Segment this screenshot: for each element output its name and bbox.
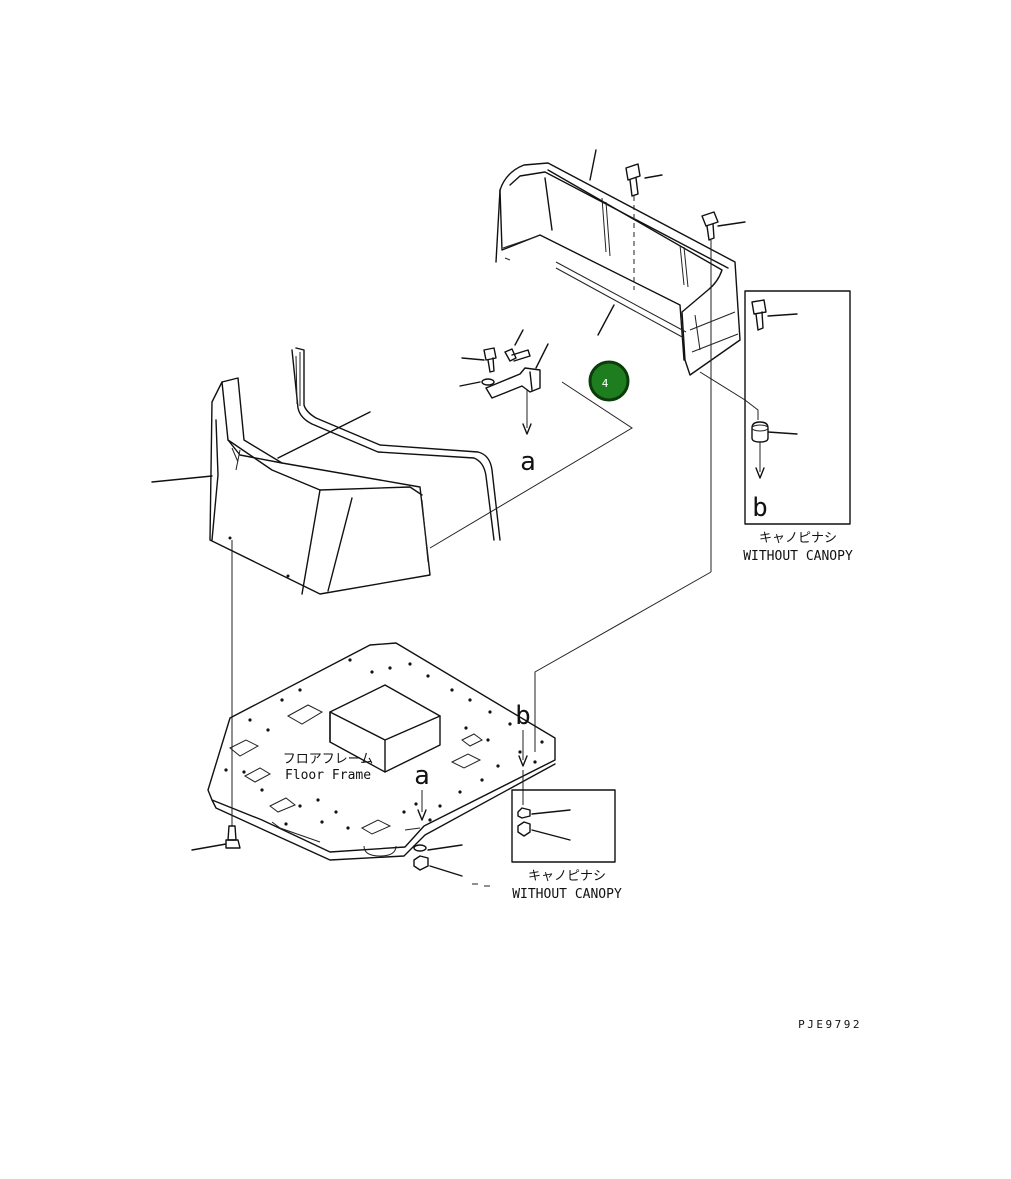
without-canopy-en-upper: WITHOUT CANOPY (743, 549, 853, 564)
leader-b-connector (534, 571, 712, 752)
without-canopy-jp-upper: キャノピナシ (759, 531, 837, 546)
label-b-floor: b (515, 701, 531, 731)
label-a-upper: a (520, 447, 536, 477)
without-canopy-en-lower: WITHOUT CANOPY (512, 887, 622, 902)
floor-frame-part (207, 642, 556, 861)
washer-nut-lower[interactable] (413, 844, 490, 887)
label-a-floor: a (414, 761, 430, 791)
hex-bolt-lower-left[interactable] (191, 800, 241, 851)
label-b-upper: b (752, 493, 768, 523)
rear-cover-part (495, 149, 741, 376)
callout-marker-label: 4 (602, 377, 609, 390)
without-canopy-jp-lower: キャノピナシ (528, 869, 606, 884)
seat-rail-rod (291, 347, 501, 541)
floor-frame-label-en: Floor Frame (285, 768, 371, 783)
front-cover-part (151, 377, 431, 800)
leader-a-connector (429, 381, 633, 549)
drawing-number: PJE9792 (798, 1018, 862, 1031)
leader-to-spacer (699, 371, 759, 420)
hex-bolt-upper-1[interactable] (625, 163, 663, 290)
without-canopy-box-lower (511, 789, 616, 863)
without-canopy-box-upper: b (744, 290, 851, 525)
hex-bolt-upper-2[interactable] (701, 211, 746, 572)
floor-frame-label-jp: フロアフレーム (283, 752, 374, 767)
callout-marker-4[interactable]: 4 (588, 360, 630, 402)
bracket-assembly: a (459, 329, 549, 477)
